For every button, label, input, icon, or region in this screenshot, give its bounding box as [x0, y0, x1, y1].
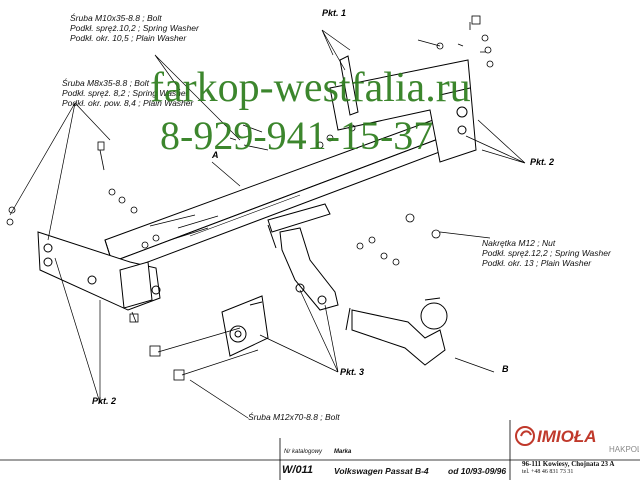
watermark-site: farkop-westfalia.ru: [150, 65, 471, 111]
company-logo: IMIOŁA HAKPOL: [515, 426, 639, 454]
crossbar-beam: [104, 111, 467, 275]
label-line: Nakrętka M12 ; Nut: [482, 238, 556, 248]
vehicle-years: od 10/93-09/96: [448, 466, 507, 476]
label-bolt-m8: Śruba M8x35-8.8 ; Bolt Podkł. spręż. 8,2…: [62, 78, 193, 108]
brand-label: Marka: [334, 449, 352, 455]
callout-pkt1: Pkt. 1: [322, 8, 347, 18]
catalog-label: Nr katalogowy: [284, 449, 323, 455]
label-nut-m12: Nakrętka M12 ; Nut Podkł. spręż.12,2 ; S…: [482, 238, 611, 268]
label-line: Podkł. spręż. 8,2 ; Spring Washer: [62, 88, 189, 98]
logo-subtext: HAKPOL: [609, 445, 639, 454]
label-bolt-m10: Śruba M10x35-8.8 ; Bolt Podkł. spręż.10,…: [70, 13, 199, 43]
right-mounting-bracket: [329, 55, 477, 163]
tow-ball-neck: [345, 297, 448, 366]
label-line: Śruba M8x35-8.8 ; Bolt: [62, 78, 149, 88]
callout-pkt3: Pkt. 3: [340, 367, 365, 377]
electric-socket-plate: [221, 295, 269, 357]
left-mounting-bracket: [37, 231, 161, 311]
vehicle-model: Volkswagen Passat B-4: [334, 466, 429, 476]
logo-swirl-icon: [515, 426, 535, 446]
ball-mount-plate: [267, 203, 339, 311]
company-phone: tel. +48 46 831 73 31: [522, 469, 574, 475]
callout-pkt2-left: Pkt. 2: [92, 396, 117, 406]
label-line: Podkł. spręż.10,2 ; Spring Washer: [70, 23, 199, 33]
label-line: Podkł. okr. 10,5 ; Plain Washer: [70, 33, 187, 43]
label-line: Podkł. spręż.12,2 ; Spring Washer: [482, 248, 611, 258]
label-line: Śruba M10x35-8.8 ; Bolt: [70, 13, 162, 23]
watermark-phone: 8-929-941-15-37: [160, 113, 434, 158]
callout-leaders: [9, 29, 526, 419]
catalog-number: W/011: [282, 464, 313, 476]
hardware-fasteners: [6, 15, 494, 381]
callout-a: A: [212, 150, 219, 160]
label-bolt-m12: Śruba M12x70-8.8 ; Bolt: [248, 412, 340, 422]
logo-text: IMIOŁA: [537, 427, 597, 446]
label-line: Podkł. okr. pow. 8,4 ; Plain Washer: [62, 98, 194, 108]
title-block-frame: [0, 420, 640, 480]
label-line: Podkł. okr. 13 ; Plain Washer: [482, 258, 592, 268]
company-address: 96-111 Kowiesy, Chojnata 23 A: [522, 460, 615, 468]
callout-pkt2-right: Pkt. 2: [530, 157, 555, 167]
callout-b: B: [502, 364, 509, 374]
